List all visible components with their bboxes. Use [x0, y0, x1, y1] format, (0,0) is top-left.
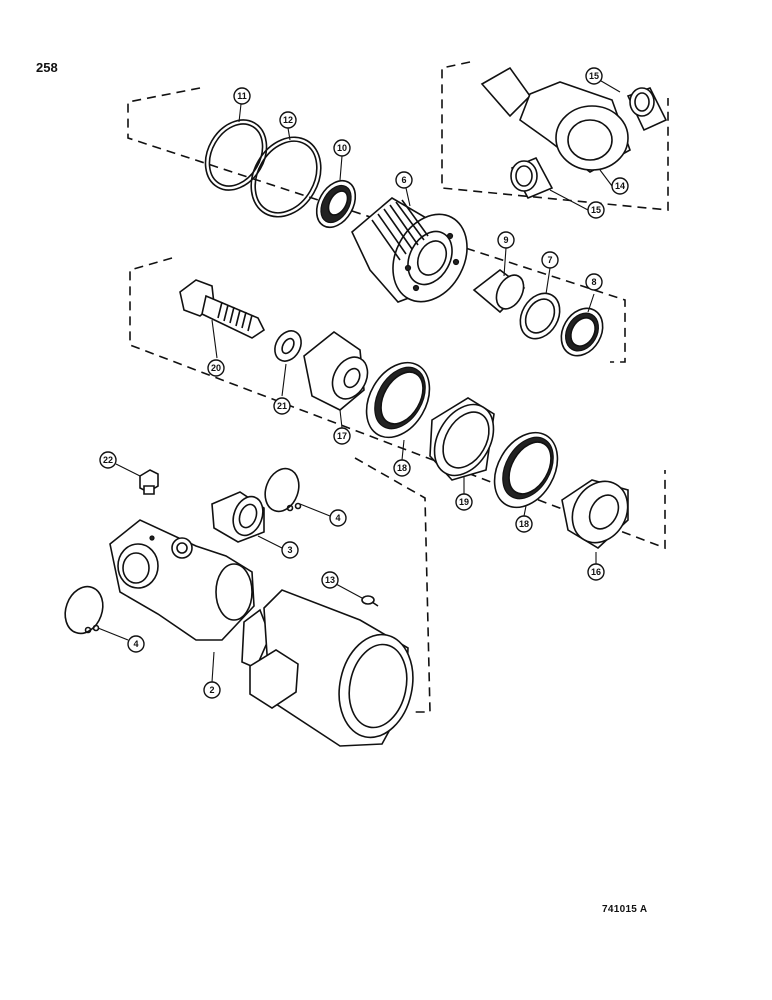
- callout-15-lower: 15: [587, 201, 605, 219]
- svg-text:9: 9: [503, 235, 508, 245]
- bushing-part-15-lower: [510, 156, 554, 200]
- group-outline-top-right: [441, 61, 669, 211]
- cylinder-barrel-part-2: [109, 519, 414, 747]
- leader-lines: [97, 77, 621, 683]
- callout-2: 2: [203, 681, 221, 699]
- svg-text:20: 20: [211, 363, 221, 373]
- svg-text:4: 4: [335, 513, 340, 523]
- piston-part-17: [303, 331, 369, 411]
- svg-text:7: 7: [547, 255, 552, 265]
- callout-20: 20: [207, 359, 225, 377]
- svg-text:15: 15: [589, 71, 599, 81]
- figure-code: 741015 A: [602, 904, 648, 915]
- svg-text:15: 15: [591, 205, 601, 215]
- page-number: 258: [36, 60, 58, 75]
- svg-text:17: 17: [337, 431, 347, 441]
- group-outline-cylinder: [354, 457, 431, 713]
- svg-text:3: 3: [287, 545, 292, 555]
- backup-ring-part-12: [250, 136, 322, 218]
- o-ring-part-11: [204, 119, 268, 191]
- callout-11: 11: [233, 87, 251, 105]
- svg-text:22: 22: [103, 455, 113, 465]
- ring-part-7: [519, 292, 561, 340]
- svg-text:14: 14: [615, 181, 625, 191]
- callout-9: 9: [497, 231, 515, 249]
- svg-text:13: 13: [325, 575, 335, 585]
- wiper-seal-part-10: [315, 179, 357, 229]
- seal-ring-part-18-lower: [493, 431, 559, 509]
- group-outline-rod-end: [127, 87, 626, 363]
- svg-text:19: 19: [459, 497, 469, 507]
- callout-16: 16: [587, 563, 605, 581]
- callout-3: 3: [281, 541, 299, 559]
- callout-4-upper: 4: [329, 509, 347, 527]
- snap-ring-part-4-upper: [264, 467, 302, 513]
- svg-text:4: 4: [133, 639, 138, 649]
- callout-15-upper: 15: [585, 67, 603, 85]
- callout-7: 7: [541, 251, 559, 269]
- svg-text:12: 12: [283, 115, 293, 125]
- callout-21: 21: [273, 397, 291, 415]
- callout-18-upper: 18: [393, 459, 411, 477]
- callout-14: 14: [611, 177, 629, 195]
- callout-22: 22: [99, 451, 117, 469]
- svg-text:18: 18: [519, 519, 529, 529]
- callout-10: 10: [333, 139, 351, 157]
- wear-ring-part-19: [429, 397, 495, 481]
- rod-guide-part-6: [351, 197, 468, 303]
- svg-text:11: 11: [237, 91, 247, 101]
- callout-8: 8: [585, 273, 603, 291]
- svg-text:18: 18: [397, 463, 407, 473]
- svg-text:8: 8: [591, 277, 596, 287]
- callout-6: 6: [395, 171, 413, 189]
- snap-ring-part-4-lower: [64, 585, 104, 635]
- bushing-part-9: [472, 268, 526, 314]
- callout-19: 19: [455, 493, 473, 511]
- svg-text:10: 10: [337, 143, 347, 153]
- screw-part-13: [361, 595, 379, 607]
- svg-text:6: 6: [401, 175, 406, 185]
- callout-18-lower: 18: [515, 515, 533, 533]
- rod-eye-part-14: [480, 66, 631, 173]
- bolt-part-20: [179, 279, 266, 339]
- washer-part-21: [274, 330, 302, 362]
- callout-12: 12: [279, 111, 297, 129]
- seal-part-8: [560, 307, 604, 357]
- callout-4-lower: 4: [127, 635, 145, 653]
- svg-text:16: 16: [591, 567, 601, 577]
- grease-fitting-part-22: [139, 469, 159, 495]
- svg-text:2: 2: [209, 685, 214, 695]
- seal-ring-part-18-upper: [365, 361, 431, 439]
- callout-13: 13: [321, 571, 339, 589]
- bushing-part-15-upper: [626, 87, 668, 132]
- gland-part-16: [561, 479, 629, 549]
- callout-17: 17: [333, 427, 351, 445]
- bushing-part-3: [211, 491, 265, 543]
- svg-text:21: 21: [277, 401, 287, 411]
